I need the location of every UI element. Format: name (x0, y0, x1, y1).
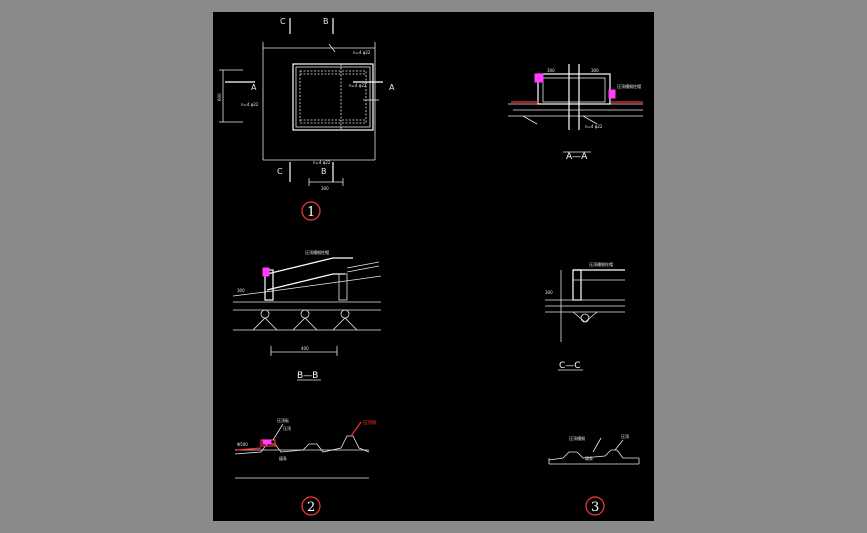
detail3-note-b: 压顶 (621, 434, 629, 439)
bb-note-top: 压顶槽钢柱帽 (305, 249, 329, 255)
section-cc (545, 269, 625, 371)
section-mark-top-left: C (280, 17, 286, 26)
detail2-note-b: 压顶 (283, 426, 291, 431)
detail2-note-c: 檩条 (279, 455, 287, 461)
detail2-note-red: 压顶板 (363, 419, 377, 426)
bb-dim: 400 (301, 346, 309, 351)
bb-note-left: 300 (237, 288, 245, 293)
section-mark-top-right: B (323, 17, 329, 26)
section-mark-right: A (389, 83, 395, 92)
cc-note-left: 300 (545, 290, 553, 295)
aa-note-right: 300 (591, 68, 599, 73)
caption-cc: C—C (559, 361, 581, 371)
caption-aa: A—A (566, 152, 588, 162)
dim-bottom: 300 (321, 186, 329, 191)
section-mark-bottom-left: C (277, 167, 283, 176)
detail2-note-a: 压顶板 (277, 417, 289, 423)
bb-arches (252, 309, 358, 331)
aa-note-bottom: n=4 φ22 (585, 124, 603, 129)
plan-view (219, 18, 383, 186)
detail-number-3: 3 (591, 500, 599, 515)
drawing-sheet: C B A A C B 600 300 n=4 φ22 n=4 φ22 n=4 … (213, 12, 654, 521)
plan-note-3: n=4 φ22 (241, 102, 259, 107)
section-mark-left: A (251, 83, 257, 92)
section-mark-bottom-right: B (321, 167, 327, 176)
caption-bb: B—B (297, 371, 318, 381)
cad-drawing: C B A A C B 600 300 n=4 φ22 n=4 φ22 n=4 … (217, 17, 643, 516)
plan-note-4: n=4 φ22 (313, 160, 331, 165)
aa-note-left: 300 (547, 68, 555, 73)
detail-number-2: 2 (307, 500, 315, 515)
detail-3 (548, 437, 640, 465)
section-bb (232, 257, 382, 381)
dim-left: 600 (217, 93, 222, 101)
detail-marker-1 (301, 201, 321, 221)
cc-note-top: 压顶槽钢柱帽 (589, 261, 613, 267)
detail2-note-left: Φ500 (237, 442, 248, 447)
detail3-note-a: 压顶槽钢 (569, 435, 585, 441)
section-aa (508, 64, 643, 153)
plan-note-1: n=4 φ22 (353, 50, 371, 55)
detail3-note-c: 檩条 (585, 455, 593, 461)
aa-note-pipe: 压顶槽钢柱帽 (617, 83, 641, 89)
detail-marker-2 (301, 496, 321, 516)
plan-note-2: n=4 φ22 (349, 83, 367, 88)
detail-2 (234, 421, 370, 479)
detail-marker-3 (585, 496, 605, 516)
detail-number-1: 1 (307, 205, 315, 220)
